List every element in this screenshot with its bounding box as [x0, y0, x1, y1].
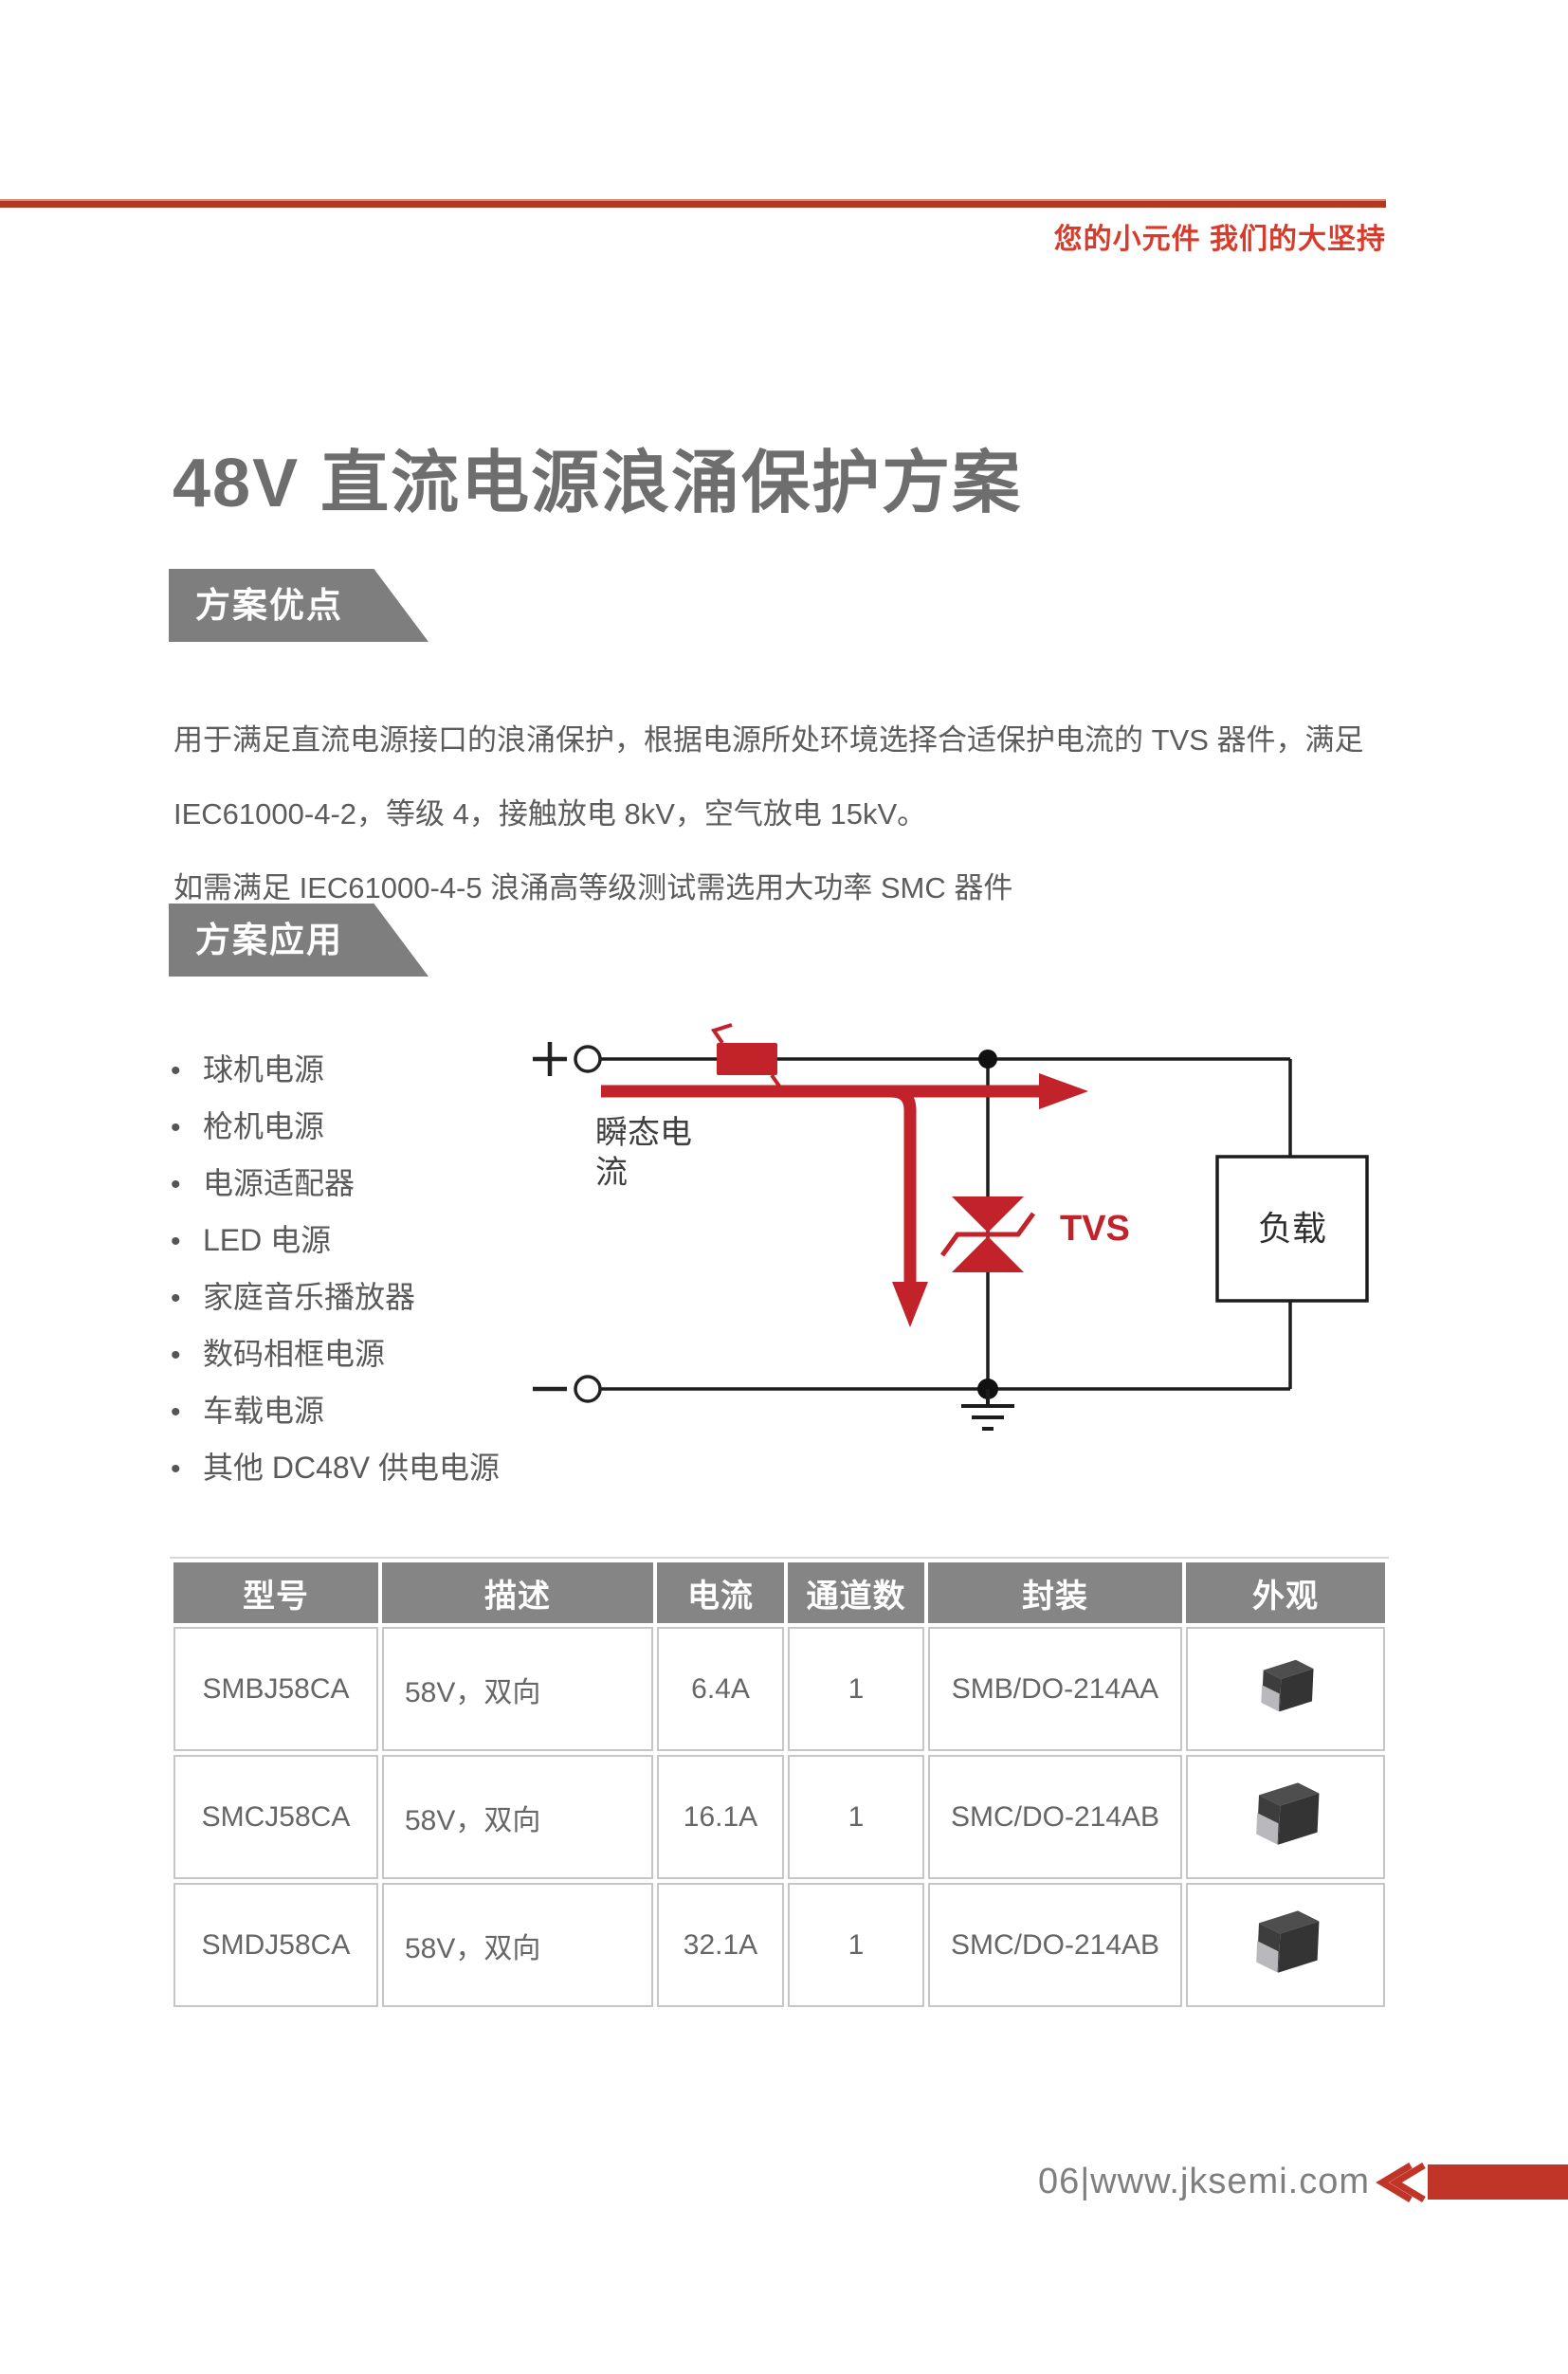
- spec-table: 型号 描述 电流 通道数 封装 外观 SMBJ58CA 58V，双向 6.4A …: [170, 1557, 1389, 2011]
- list-item: •LED 电源: [171, 1213, 500, 1269]
- circuit-wires: [600, 1057, 1292, 1391]
- load-label: 负载: [1258, 1209, 1326, 1248]
- cell-desc: 58V，双向: [382, 1627, 653, 1751]
- section-banner-label: 方案应用: [195, 921, 343, 959]
- cell-current: 16.1A: [657, 1755, 784, 1879]
- fuse-icon: [710, 1023, 784, 1095]
- table-row: SMCJ58CA 58V，双向 16.1A 1 SMC/DO-214AB: [173, 1755, 1385, 1879]
- page-title: 48V 直流电源浪涌保护方案: [173, 446, 1023, 522]
- col-header-channels: 通道数: [788, 1562, 924, 1623]
- bullet-icon: •: [171, 1397, 181, 1428]
- transient-current-label: 瞬态电: [595, 1115, 692, 1151]
- bullet-icon: •: [171, 1453, 181, 1485]
- cell-desc: 58V，双向: [382, 1883, 653, 2007]
- table-row: SMBJ58CA 58V，双向 6.4A 1 SMB/DO-214AA: [173, 1627, 1385, 1751]
- bullet-icon: •: [171, 1112, 181, 1143]
- header-rule: [0, 199, 1386, 208]
- parts-table: 型号 描述 电流 通道数 封装 外观 SMBJ58CA 58V，双向 6.4A …: [170, 1557, 1389, 2011]
- col-header-desc: 描述: [382, 1562, 653, 1623]
- section-banner-label: 方案优点: [195, 586, 343, 625]
- transient-current-label: 流: [595, 1155, 628, 1191]
- ground-icon: [961, 1389, 1014, 1431]
- chip-image: [1256, 1909, 1320, 1973]
- bullet-icon: •: [171, 1340, 181, 1371]
- list-item: •其他 DC48V 供电电源: [171, 1440, 500, 1497]
- section-banner-advantages: 方案优点: [169, 569, 428, 642]
- list-item: •枪机电源: [171, 1099, 500, 1156]
- list-item: •车载电源: [171, 1383, 500, 1440]
- paragraph-line: 如需满足 IEC61000-4-5 浪涌高等级测试需选用大功率 SMC 器件: [173, 871, 1013, 904]
- table-row: SMDJ58CA 58V，双向 32.1A 1 SMC/DO-214AB: [173, 1883, 1385, 2007]
- brand-tagline: 您的小元件 我们的大坚持: [1053, 224, 1386, 255]
- cell-package: SMC/DO-214AB: [928, 1883, 1182, 2007]
- cell-model: SMDJ58CA: [173, 1883, 378, 2007]
- bullet-icon: •: [171, 1283, 181, 1314]
- cell-current: 6.4A: [657, 1627, 784, 1751]
- chip-image: [1256, 1781, 1320, 1845]
- bullet-icon: •: [171, 1055, 181, 1087]
- list-item: •球机电源: [171, 1042, 500, 1099]
- footer-red-bar: [1428, 2164, 1568, 2200]
- load-box: [1215, 1155, 1369, 1303]
- cell-appearance: [1186, 1755, 1385, 1879]
- cell-package: SMC/DO-214AB: [928, 1755, 1182, 1879]
- tvs-diode-icon: [939, 1196, 1036, 1272]
- advantages-paragraph: 用于满足直流电源接口的浪涌保护，根据电源所处环境选择合适保护电流的 TVS 器件…: [173, 703, 1406, 925]
- list-item: •电源适配器: [171, 1156, 500, 1213]
- cell-desc: 58V，双向: [382, 1755, 653, 1879]
- col-header-appearance: 外观: [1186, 1562, 1385, 1623]
- cell-channels: 1: [788, 1883, 924, 2007]
- list-item: •家庭音乐播放器: [171, 1269, 500, 1326]
- surge-current-arrow: [601, 1073, 1088, 1327]
- applications-list: •球机电源 •枪机电源 •电源适配器 •LED 电源 •家庭音乐播放器 •数码相…: [171, 1042, 500, 1497]
- bullet-icon: •: [171, 1226, 181, 1257]
- cell-current: 32.1A: [657, 1883, 784, 2007]
- col-header-current: 电流: [657, 1562, 784, 1623]
- junction-dot: [978, 1050, 997, 1068]
- tvs-label: TVS: [1060, 1209, 1130, 1249]
- cell-appearance: [1186, 1627, 1385, 1751]
- cell-model: SMCJ58CA: [173, 1755, 378, 1879]
- cell-package: SMB/DO-214AA: [928, 1627, 1182, 1751]
- chevrons-icon: [1376, 2163, 1426, 2202]
- col-header-package: 封装: [928, 1562, 1182, 1623]
- table-header-row: 型号 描述 电流 通道数 封装 外观: [173, 1562, 1385, 1623]
- plus-terminal-icon: [533, 1042, 602, 1076]
- circuit-diagram: 负载 TVS 瞬态电 流: [533, 1023, 1369, 1431]
- col-header-model: 型号: [173, 1562, 378, 1623]
- footer-page-info: 06|www.jksemi.com: [1038, 2162, 1370, 2201]
- cell-channels: 1: [788, 1627, 924, 1751]
- list-item: •数码相框电源: [171, 1326, 500, 1383]
- minus-terminal-icon: [533, 1375, 602, 1403]
- cell-channels: 1: [788, 1755, 924, 1879]
- cell-appearance: [1186, 1883, 1385, 2007]
- bullet-icon: •: [171, 1169, 181, 1200]
- cell-model: SMBJ58CA: [173, 1627, 378, 1751]
- paragraph-line: 用于满足直流电源接口的浪涌保护，根据电源所处环境选择合适保护电流的 TVS 器件…: [173, 723, 1364, 757]
- paragraph-line: IEC61000-4-2，等级 4，接触放电 8kV，空气放电 15kV。: [173, 797, 927, 831]
- chip-image: [1261, 1659, 1314, 1711]
